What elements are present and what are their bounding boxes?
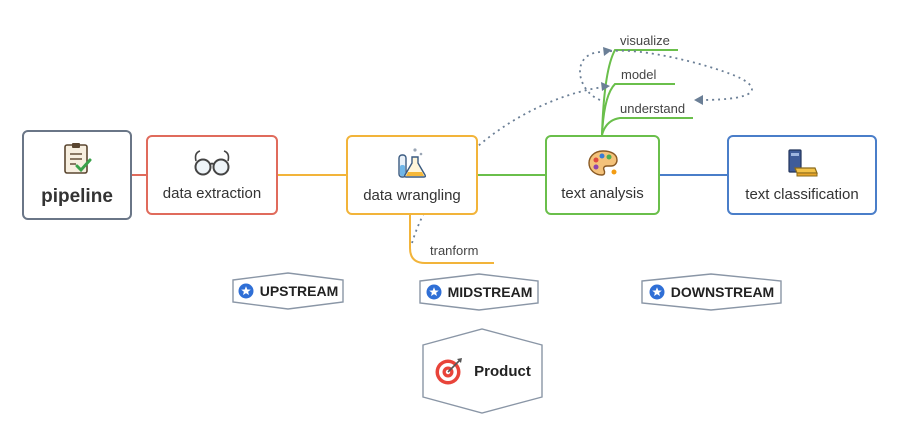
star-badge-icon [238, 283, 254, 299]
relation-arrowhead-visualize [603, 47, 612, 56]
relation-arrowhead-understand [694, 95, 703, 105]
node-label: text classification [745, 185, 859, 203]
branch-label-model[interactable]: model [621, 67, 657, 82]
flask-icon [398, 147, 427, 178]
stage-label: DOWNSTREAM [670, 284, 775, 300]
node-data-extraction[interactable]: data extraction [146, 135, 278, 215]
branch-line-model [601, 83, 675, 136]
glasses-icon [194, 149, 230, 175]
hexagon-shape [419, 273, 539, 311]
palette-icon [587, 149, 618, 176]
hexagon-shape [422, 328, 543, 414]
node-label: data extraction [162, 184, 262, 202]
star-badge-icon [426, 284, 442, 300]
node-label: data wrangling [363, 186, 461, 204]
star-badge-icon [649, 284, 665, 300]
branch-label-visualize[interactable]: visualize [620, 33, 670, 48]
branch-line-transform [409, 215, 494, 264]
branch-line-visualize [601, 49, 678, 136]
books-icon [788, 148, 818, 176]
node-pipeline[interactable]: pipeline [22, 130, 132, 220]
branch-label-transform[interactable]: tranform [430, 243, 479, 258]
stage-label: UPSTREAM [259, 283, 339, 299]
relation-arrowhead-model [601, 82, 610, 91]
branch-label-understand[interactable]: understand [620, 101, 686, 116]
target-icon [435, 358, 463, 385]
stage-label: MIDSTREAM [447, 284, 533, 300]
node-text-analysis[interactable]: text analysis [545, 135, 660, 215]
hexagon-shape [641, 273, 782, 311]
relation-understand-to-visualize [579, 49, 753, 101]
node-label: pipeline [41, 186, 113, 207]
checklist-icon [64, 143, 92, 174]
stage-midstream[interactable]: MIDSTREAM [418, 273, 540, 311]
stage-upstream[interactable]: UPSTREAM [231, 272, 345, 310]
stage-label: Product [474, 362, 531, 380]
hexagon-shape [232, 272, 344, 310]
node-text-classification[interactable]: text classification [727, 135, 877, 215]
branch-line-understand [601, 117, 693, 136]
stage-product[interactable]: Product [421, 327, 544, 415]
stage-downstream[interactable]: DOWNSTREAM [640, 273, 783, 311]
node-label: text analysis [561, 184, 644, 202]
node-data-wrangling[interactable]: data wrangling [346, 135, 478, 215]
